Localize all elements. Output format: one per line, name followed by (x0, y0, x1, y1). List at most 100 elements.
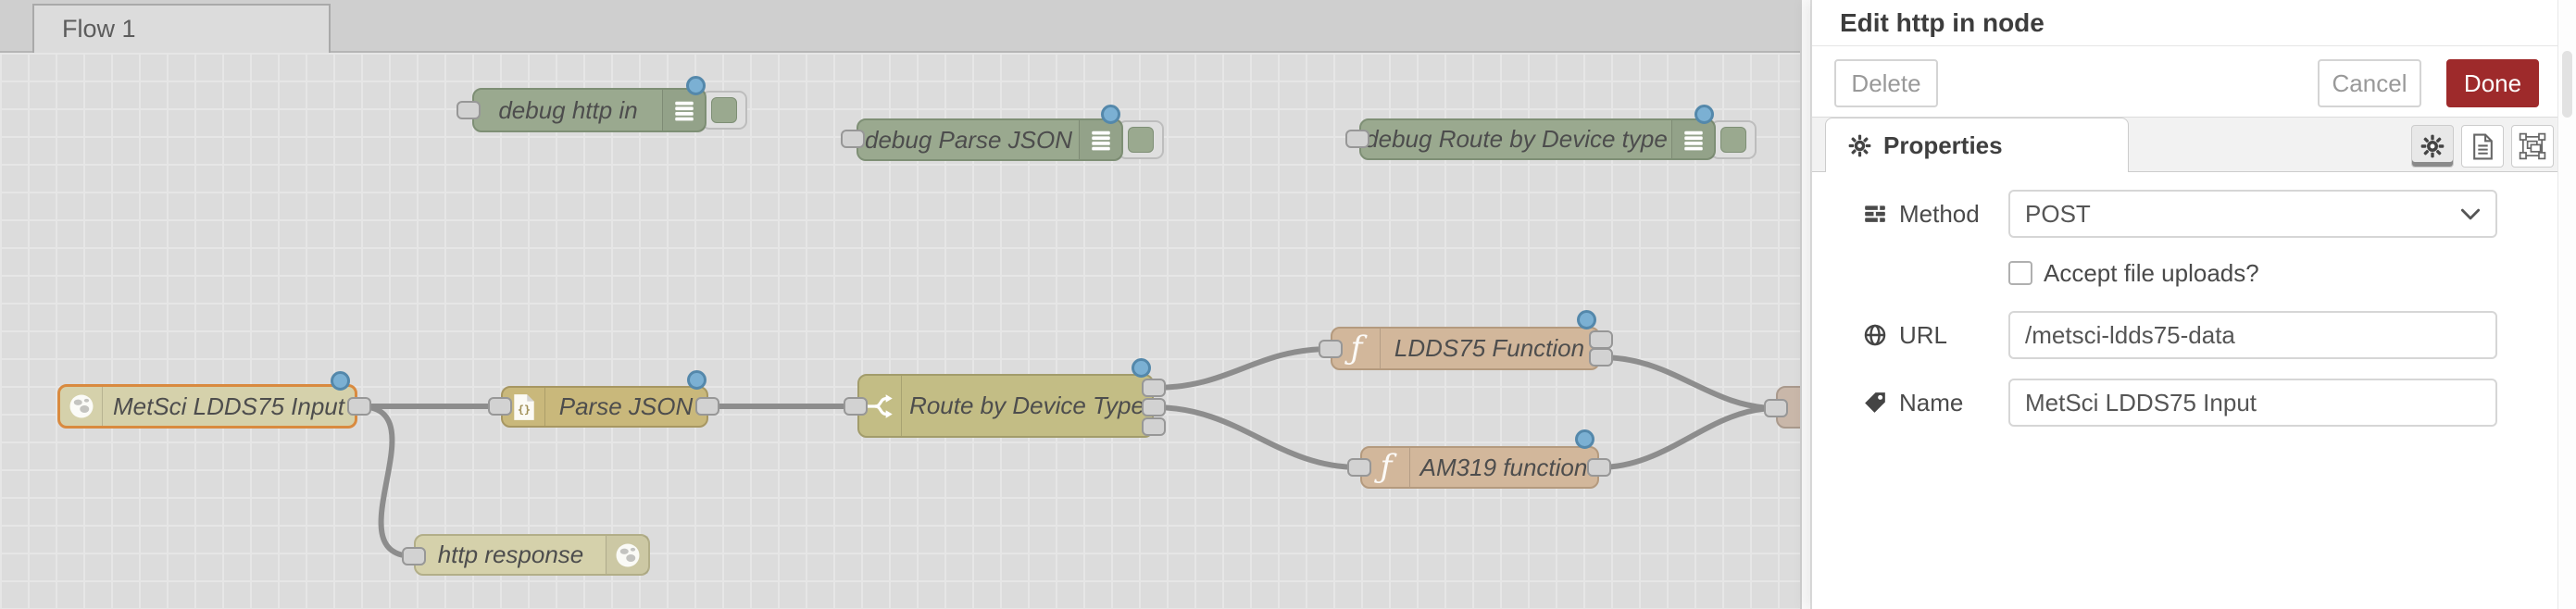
node-label: MetSci LDDS75 Input (112, 392, 344, 420)
node-metsci-ldds75-input[interactable]: MetSci LDDS75 Input (57, 384, 357, 429)
tab-properties[interactable]: Properties (1825, 118, 2129, 172)
accept-uploads-checkbox[interactable] (2008, 261, 2032, 285)
appearance-view-button[interactable] (2511, 125, 2554, 168)
debug-list-icon (1671, 120, 1714, 158)
url-row: URL (1812, 311, 2576, 359)
cancel-button[interactable]: Cancel (2318, 59, 2421, 107)
tasks-icon (1863, 202, 1887, 226)
delete-button[interactable]: Delete (1834, 59, 1938, 107)
debug-list-icon (1079, 120, 1121, 159)
debug-toggle-parse-json[interactable] (1118, 120, 1164, 159)
port-out-ldds75-function-1[interactable] (1589, 330, 1613, 349)
group-appearance-icon (2519, 132, 2546, 160)
changed-indicator (686, 76, 706, 95)
name-label: Name (1863, 389, 2008, 417)
globe-icon (606, 536, 648, 574)
tray-title: Edit http in node (1812, 0, 2576, 46)
port-out-route-3[interactable] (1142, 417, 1166, 436)
method-label: Method (1863, 200, 2008, 229)
changed-indicator (1577, 310, 1596, 329)
editor-tab-row: Properties (1812, 118, 2576, 172)
port-in-debug-parse-json[interactable] (841, 130, 865, 148)
wire-route-to-am319function (1151, 404, 1362, 470)
port-out-metsci[interactable] (347, 397, 371, 416)
properties-view-button[interactable] (2411, 125, 2454, 168)
flow-canvas[interactable]: Flow 1 debug http in debug Parse JSON de… (0, 0, 1800, 609)
document-icon (2471, 133, 2495, 160)
node-debug-route-by-device-type[interactable]: debug Route by Device type (1359, 118, 1716, 160)
port-in-hidden-node[interactable] (1764, 399, 1788, 417)
port-in-parse-json[interactable] (488, 397, 512, 416)
port-in-debug-route[interactable] (1345, 130, 1369, 148)
port-out-parse-json[interactable] (695, 397, 719, 416)
changed-indicator (1575, 429, 1594, 449)
port-out-route-2[interactable] (1142, 398, 1166, 416)
flow-tab-label: Flow 1 (62, 15, 136, 43)
workspace-tab-bar: Flow 1 (0, 0, 1800, 53)
globe-icon (60, 387, 103, 426)
wire-ldds75function-to-hidden-node (1598, 354, 1779, 411)
gear-icon (1848, 134, 1871, 157)
node-label: debug http in (498, 95, 638, 124)
changed-indicator (331, 371, 350, 391)
tab-flow-1[interactable]: Flow 1 (32, 4, 331, 53)
node-label: debug Parse JSON (864, 125, 1072, 154)
debug-toggle-route[interactable] (1710, 120, 1757, 159)
wire-route-to-ldds75function (1151, 346, 1333, 391)
function-icon (1332, 329, 1381, 368)
node-debug-parse-json[interactable]: debug Parse JSON (857, 118, 1123, 161)
globe-icon (1863, 323, 1887, 347)
node-route-by-device-type[interactable]: Route by Device Type (857, 374, 1154, 438)
changed-indicator (1694, 105, 1714, 124)
port-out-route-1[interactable] (1142, 379, 1166, 397)
tag-icon (1863, 391, 1887, 415)
port-out-ldds75-function-2[interactable] (1589, 348, 1613, 367)
wire-am319function-to-hidden-node (1596, 405, 1779, 470)
chevron-down-icon (2460, 208, 2481, 220)
node-ldds75-function[interactable]: LDDS75 Function (1331, 327, 1600, 370)
node-label: AM319 function (1419, 453, 1588, 481)
name-input[interactable] (2008, 379, 2497, 427)
url-label: URL (1863, 321, 2008, 350)
canvas-scrollbar[interactable] (1800, 0, 1811, 609)
node-edit-form: Method POST Accept file uploads? URL (1812, 172, 2576, 427)
node-label: LDDS75 Function (1394, 334, 1585, 362)
debug-list-icon (662, 90, 705, 130)
port-in-route[interactable] (844, 397, 868, 416)
node-debug-http-in[interactable]: debug http in (472, 88, 707, 132)
method-select-value: POST (2025, 199, 2091, 228)
done-button[interactable]: Done (2446, 59, 2539, 107)
tray-scrollbar[interactable] (2557, 0, 2576, 609)
changed-indicator (687, 370, 707, 390)
changed-indicator (1101, 105, 1120, 124)
node-am319-function[interactable]: AM319 function (1360, 446, 1599, 489)
json-file-icon (503, 388, 545, 426)
method-select[interactable]: POST (2008, 190, 2497, 238)
port-in-http-response[interactable] (402, 547, 426, 566)
node-http-response[interactable]: http response (414, 534, 650, 576)
port-in-debug-http-in[interactable] (456, 101, 481, 119)
accept-uploads-label: Accept file uploads? (2044, 258, 2259, 287)
method-row: Method POST (1812, 190, 2576, 238)
url-input[interactable] (2008, 311, 2497, 359)
uploads-row: Accept file uploads? (1812, 258, 2576, 287)
node-parse-json[interactable]: Parse JSON (501, 386, 708, 428)
node-label: debug Route by Device type (1365, 125, 1668, 153)
switch-fork-icon (859, 376, 902, 436)
changed-indicator (1132, 358, 1151, 378)
port-in-ldds75-function[interactable] (1319, 340, 1343, 358)
port-in-am319-function[interactable] (1347, 458, 1371, 477)
scrollbar-thumb[interactable] (2562, 51, 2572, 118)
name-row: Name (1812, 379, 2576, 427)
wire-metsci-to-httpresponse (356, 404, 417, 559)
wires-layer (356, 346, 1779, 559)
properties-tab-label: Properties (1883, 130, 2003, 159)
debug-toggle-http-in[interactable] (701, 91, 747, 130)
port-out-am319-function[interactable] (1587, 458, 1611, 477)
description-view-button[interactable] (2461, 125, 2504, 168)
tray-toolbar: Delete Cancel Done (1812, 46, 2576, 118)
node-label: Parse JSON (558, 392, 694, 420)
gear-icon (2420, 134, 2445, 158)
node-label: Route by Device Type (909, 392, 1144, 419)
